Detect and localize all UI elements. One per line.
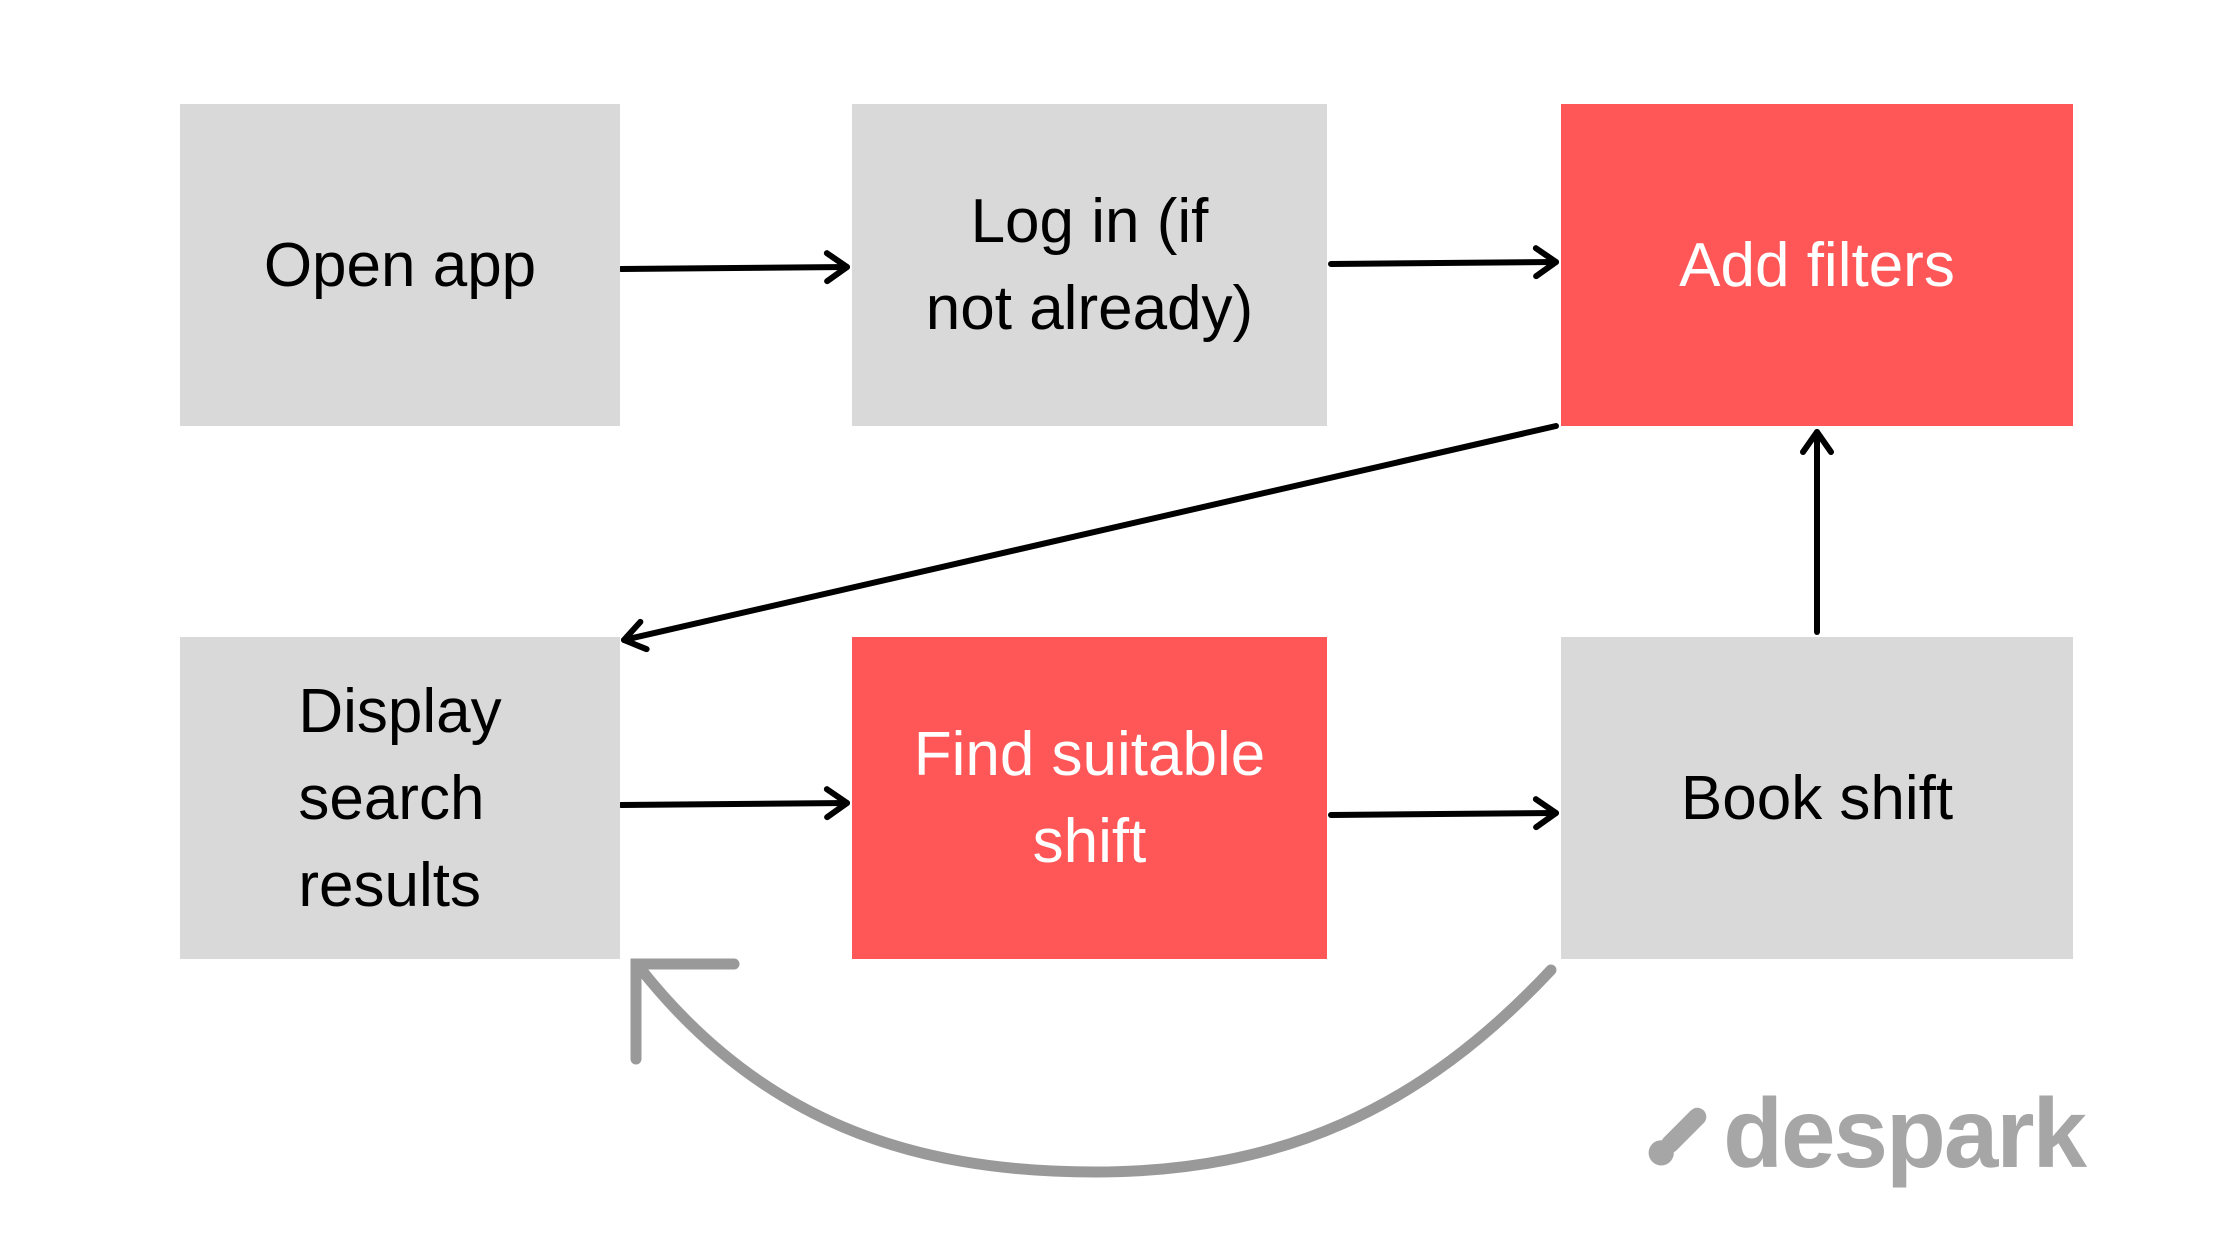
loop-arrow-book-shift-to-display-results (630, 958, 1557, 1178)
node-add-filters: Add filters (1561, 104, 2073, 426)
node-label: Book shift (1680, 763, 1954, 833)
node-label: Log in (if not already) (925, 187, 1254, 343)
node-label: Add filters (1679, 230, 1955, 300)
edge-add-filters-to-display-results (621, 423, 1559, 653)
node-label: Display search results (298, 676, 502, 920)
logo-wordmark: despark (1723, 1078, 2087, 1188)
node-open-app: Open app (180, 104, 620, 426)
node-label: Find suitable shift (913, 720, 1266, 876)
node-label: Open app (263, 230, 537, 300)
edge-display-results-to-find-shift (618, 786, 850, 821)
node-log-in: Log in (if not already) (852, 104, 1327, 426)
despark-logo: despark (1645, 1078, 2087, 1188)
despark-logo-mark-icon (1648, 1107, 1707, 1166)
edge-open-app-to-log-in (618, 250, 850, 285)
edge-find-shift-to-book-shift (1328, 796, 1559, 831)
node-book-shift: Book shift (1561, 637, 2073, 959)
node-display-search-results: Display search results (180, 637, 620, 959)
node-find-suitable-shift: Find suitable shift (852, 637, 1327, 959)
edge-log-in-to-add-filters (1328, 245, 1559, 280)
